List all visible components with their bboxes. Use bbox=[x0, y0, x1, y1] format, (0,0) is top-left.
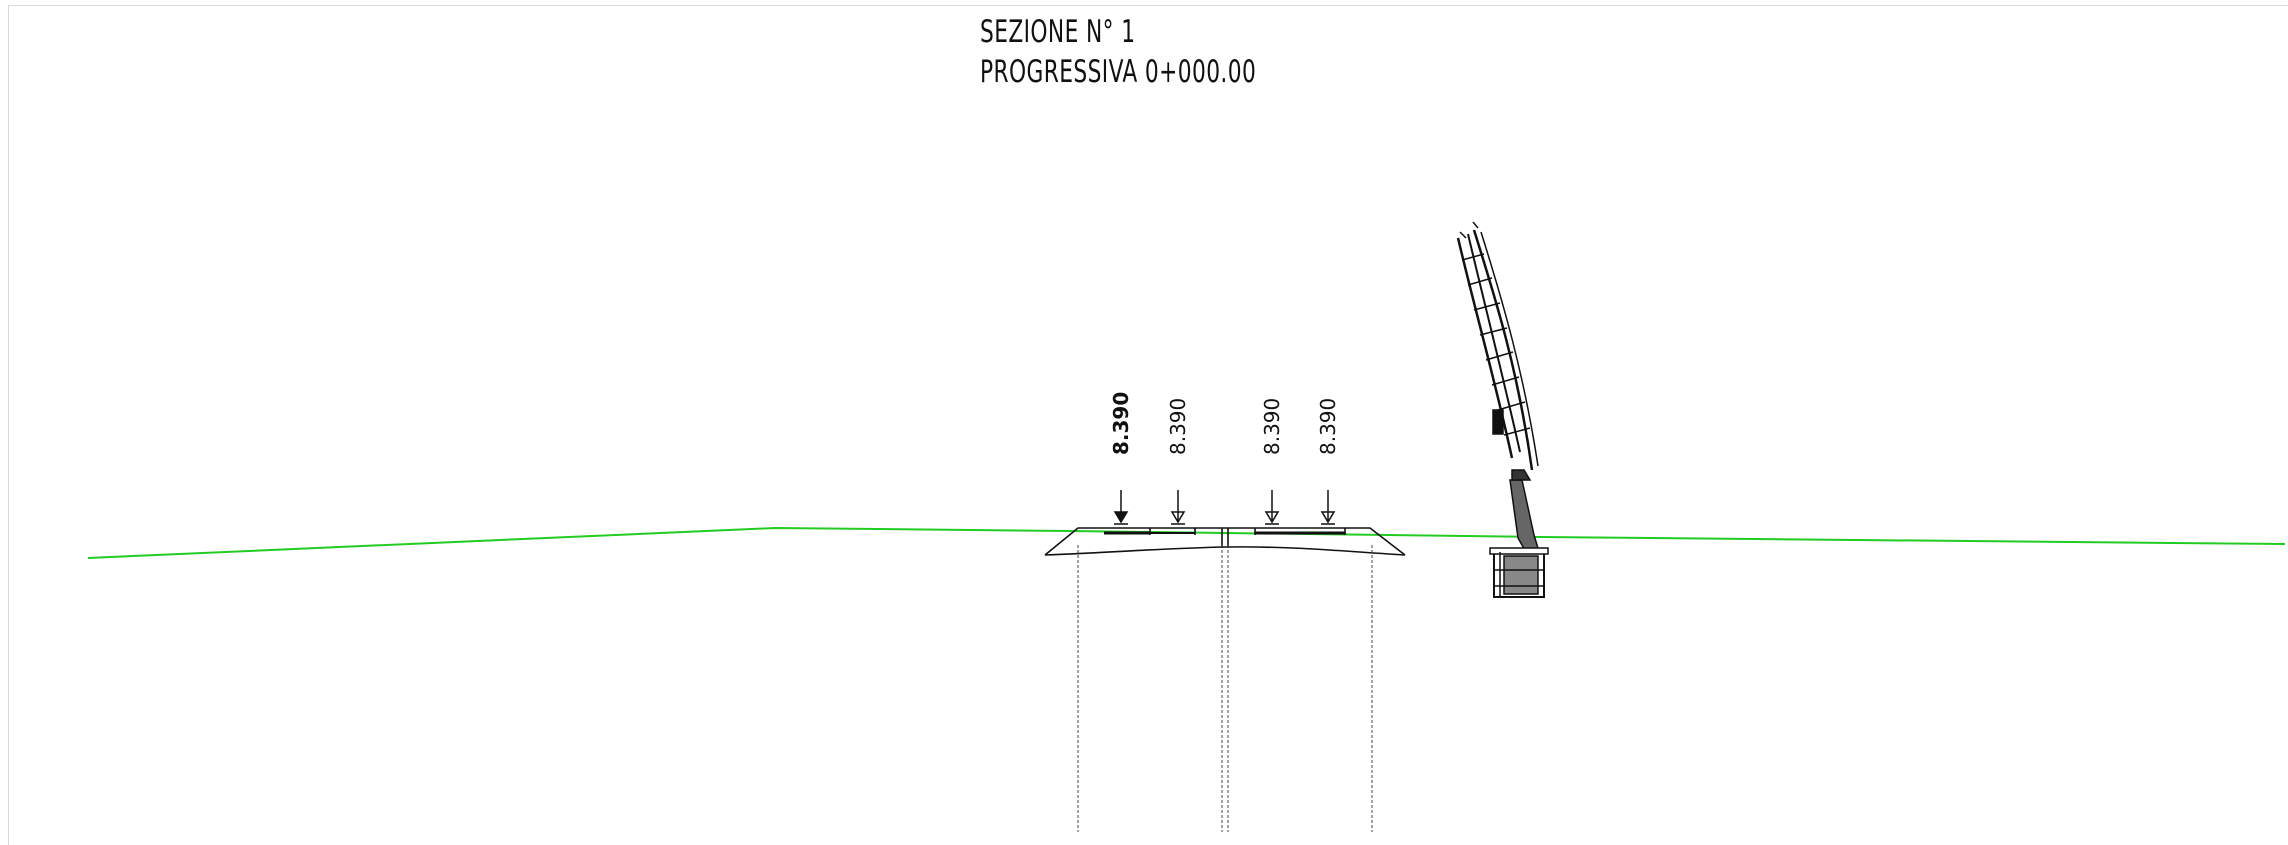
elevation-label-1: 8.390 bbox=[1109, 392, 1133, 455]
elevation-marker-icon bbox=[1320, 490, 1336, 525]
section-number: SEZIONE N° 1 bbox=[980, 14, 1136, 50]
elevation-marker-1: 8.390 bbox=[1109, 392, 1133, 525]
sheet-frame bbox=[8, 5, 2288, 845]
section-title-block: SEZIONE N° 1 PROGRESSIVA 0+000.00 bbox=[980, 12, 1256, 92]
section-chainage: PROGRESSIVA 0+000.00 bbox=[980, 54, 1257, 90]
elevation-marker-4: 8.390 bbox=[1316, 398, 1340, 525]
vertical-reference-lines bbox=[1077, 545, 1373, 832]
elevation-marker-icon bbox=[1170, 490, 1186, 525]
elevation-label-3: 8.390 bbox=[1260, 398, 1284, 455]
road-platform bbox=[1044, 527, 1406, 556]
elevation-label-2: 8.390 bbox=[1166, 398, 1190, 455]
elevation-label-4: 8.390 bbox=[1316, 398, 1340, 455]
elevation-marker-2: 8.390 bbox=[1166, 398, 1190, 525]
elevation-marker-icon bbox=[1264, 490, 1280, 525]
elevation-marker-3: 8.390 bbox=[1260, 398, 1284, 525]
elevation-marker-icon bbox=[1113, 490, 1129, 525]
inclined-mast-structure bbox=[1456, 221, 1549, 598]
terrain-profile-line bbox=[87, 526, 2286, 559]
